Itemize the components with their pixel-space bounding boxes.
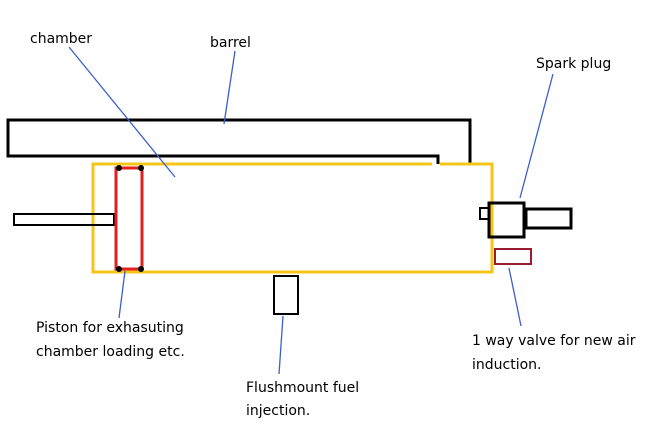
barrel-shape [6, 118, 472, 164]
spark-plug-leader-line [519, 73, 554, 199]
piston-leader-line [118, 270, 126, 319]
spark-plug-tip [479, 207, 490, 220]
piston-label-line1: Piston for exhasuting [36, 320, 184, 336]
piston-rod [13, 213, 115, 226]
fuel-label-line2: injection. [246, 403, 310, 419]
piston-shape [114, 166, 144, 271]
valve-label-line2: induction. [472, 357, 542, 373]
valve-label-line1: 1 way valve for new air [472, 333, 636, 349]
chamber-leader-line [68, 46, 176, 178]
valve-leader-line [508, 267, 522, 327]
fuel-leader-line [278, 315, 284, 375]
spark-plug-label: Spark plug [536, 56, 611, 72]
piston-seal-top-left [116, 165, 122, 171]
spark-plug-body [487, 201, 526, 239]
fuel-injector-shape [273, 275, 299, 315]
barrel-label: barrel [210, 35, 251, 51]
barrel-leader-line [223, 50, 236, 125]
piston-seal-bottom-left [116, 266, 122, 272]
piston-label-line2: chamber loading etc. [36, 344, 185, 360]
fuel-label-line1: Flushmount fuel [246, 380, 359, 396]
spark-plug-terminal [524, 207, 573, 230]
chamber-shape [91, 162, 494, 274]
piston-seal-bottom-right [138, 266, 144, 272]
piston-seal-top-right [138, 165, 144, 171]
chamber-label: chamber [30, 31, 92, 47]
one-way-valve-shape [494, 248, 532, 265]
